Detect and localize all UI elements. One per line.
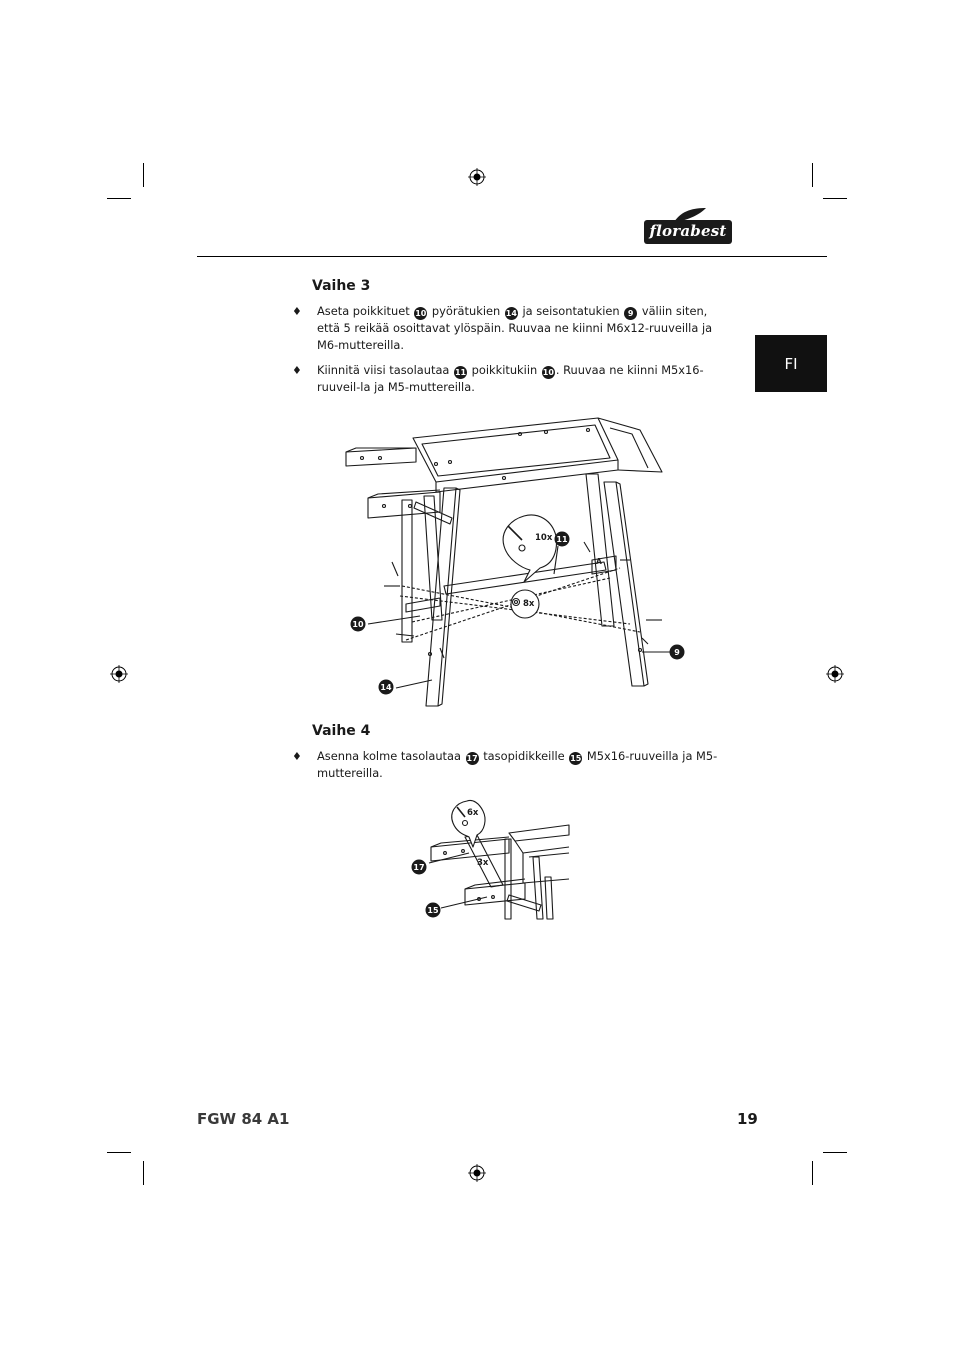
- registration-mark-top-icon: [468, 168, 486, 186]
- registration-mark-right-icon: [826, 665, 844, 683]
- step3-callout-10: 10: [350, 616, 366, 632]
- tray-outline: [412, 417, 619, 483]
- registration-mark-left-icon: [110, 665, 128, 683]
- step3-instruction-1: Aseta poikkituet 10 pyörätukien 14 ja se…: [317, 304, 713, 353]
- brand-logo: florabest: [644, 220, 732, 244]
- part-ref-badge: 9: [624, 307, 638, 320]
- footer-page-number: 19: [737, 1110, 758, 1128]
- step4-callout-15: 15: [425, 902, 441, 918]
- part-ref-badge: 11: [454, 366, 468, 379]
- step3-assembly-illustration: 10x 8x A 11 10 9 14: [345, 417, 685, 707]
- step4-heading: Vaihe 4: [312, 723, 371, 739]
- svg-text:15: 15: [427, 906, 439, 915]
- crop-mark-top-right-v: [812, 163, 813, 187]
- step3-callout-14: 14: [378, 679, 394, 695]
- crop-mark-top-left-h: [107, 198, 131, 199]
- step4-assembly-illustration: 6x 3x 17 15: [411, 799, 570, 920]
- crop-mark-bottom-left-h: [107, 1152, 131, 1153]
- part-ref-badge: 15: [569, 752, 583, 765]
- crop-mark-top-right-h: [823, 198, 847, 199]
- svg-text:11: 11: [556, 535, 568, 544]
- step3-instruction-2: Kiinnitä viisi tasolautaa 11 poikkitukii…: [317, 363, 704, 395]
- registration-mark-bottom-icon: [468, 1164, 486, 1182]
- svg-text:9: 9: [674, 648, 680, 657]
- footer-model-number: FGW 84 A1: [197, 1110, 290, 1128]
- step3-callout-9: 9: [669, 644, 685, 660]
- brand-logo-text: florabest: [649, 222, 727, 240]
- crop-mark-top-left-v: [143, 163, 144, 187]
- step3-bullet-1: ♦: [292, 305, 302, 318]
- language-tab: FI: [755, 335, 827, 392]
- step4-count-label: 3x: [477, 858, 489, 868]
- header-rule: [197, 256, 827, 257]
- part-ref-badge: 10: [541, 366, 555, 379]
- crop-mark-bottom-left-v: [143, 1161, 144, 1185]
- step4-callout-17: 17: [411, 859, 427, 875]
- step4-instruction-1: Asenna kolme tasolautaa 17 tasopidikkeil…: [317, 749, 718, 781]
- part-ref-badge: 10: [414, 307, 428, 320]
- step3-bullet-2: ♦: [292, 364, 302, 377]
- step3-bubble-bottom-label: 8x: [523, 599, 535, 609]
- crop-mark-bottom-right-v: [812, 1161, 813, 1185]
- step3-heading: Vaihe 3: [312, 278, 371, 294]
- svg-text:10: 10: [352, 620, 364, 629]
- part-ref-badge: 14: [504, 307, 518, 320]
- leaf-icon: [674, 208, 706, 222]
- marker-letter: A: [596, 557, 602, 566]
- step4-bullet-1: ♦: [292, 750, 302, 763]
- step3-bubble-top-label: 10x: [535, 533, 553, 543]
- step3-callout-11: 11: [554, 531, 570, 547]
- svg-text:17: 17: [413, 863, 424, 872]
- step4-bubble-top-label: 6x: [467, 808, 479, 818]
- part-ref-badge: 17: [465, 752, 479, 765]
- svg-text:14: 14: [380, 683, 392, 692]
- crop-mark-bottom-right-h: [823, 1152, 847, 1153]
